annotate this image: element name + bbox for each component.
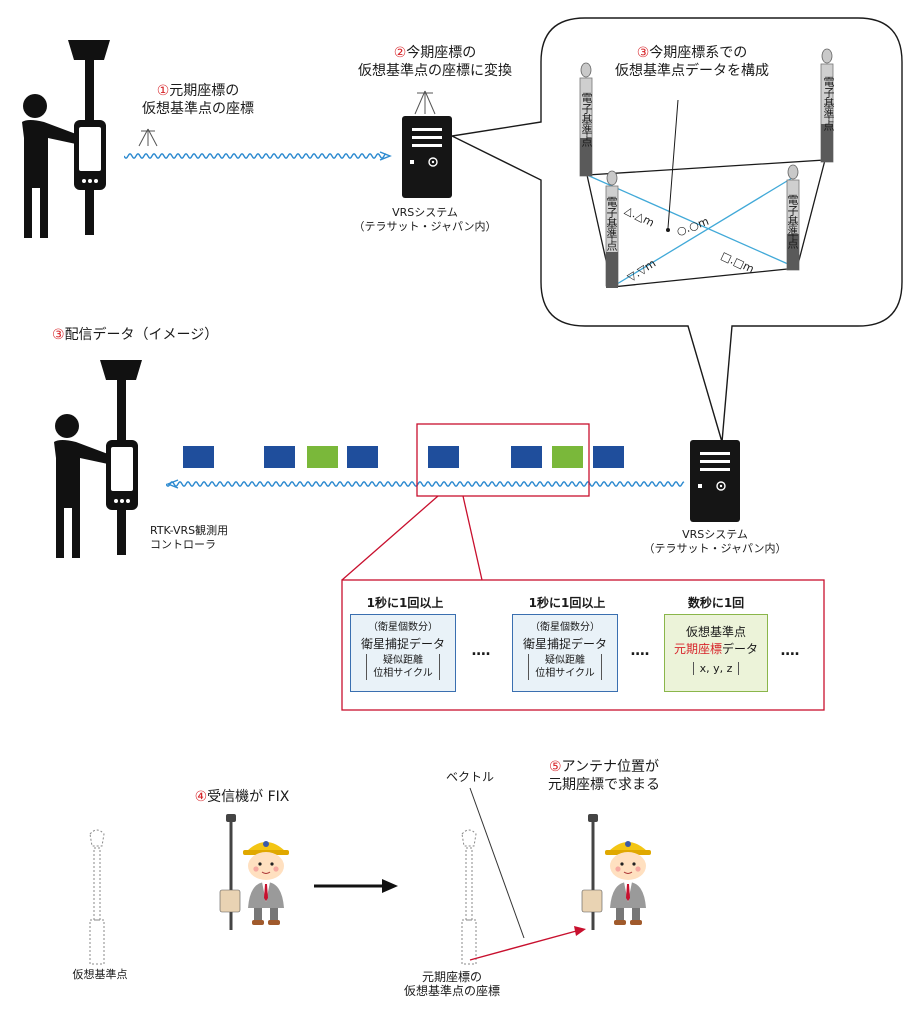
data-packet-blue [183, 446, 214, 468]
dots-2: ‥‥ [630, 643, 650, 659]
data-packet-blue [347, 446, 378, 468]
step5-number: ⑤ [548, 759, 562, 775]
surveyor-pictogram-top [22, 40, 110, 238]
pseudo-range-bracket: 疑似距離位相サイクル [366, 654, 440, 680]
station-network-diagram [579, 48, 834, 288]
gnss-station-icon [820, 48, 834, 163]
sat-data-box-1: （衛星個数分） 衛星捕捉データ 疑似距離位相サイクル [350, 614, 456, 692]
controller-label: RTK-VRS観測用コントローラ [150, 524, 229, 551]
xyz-bracket: x, y, z [692, 662, 740, 675]
step2-number: ② [393, 45, 407, 61]
virtual-point-label: 仮想基準点 [72, 968, 128, 981]
step3-mid-number: ③ [52, 327, 65, 343]
station-label-text: 電子基準点 [822, 76, 835, 131]
step5-label: ⑤アンテナ位置が 元期座標で求まる [548, 759, 660, 793]
sat-data-box-2: （衛星個数分） 衛星捕捉データ 疑似距離位相サイクル [512, 614, 618, 692]
step4-label: ④受信機が FIX [194, 789, 290, 805]
step2-label: ②今期座標の 仮想基準点の座標に変換 [358, 45, 512, 79]
surveyor-worker-icon [581, 814, 651, 930]
signal-wave-top [124, 151, 392, 161]
virtual-ref-data-box: 仮想基準点 元期座標データ x, y, z [664, 614, 768, 692]
step4-number: ④ [194, 789, 208, 805]
vrs-server-mid-icon [690, 440, 740, 522]
antenna-tripod-icon [414, 90, 436, 115]
station-label-text: 電子基準点 [786, 194, 799, 249]
station-label: 電子基準点 [822, 76, 835, 131]
baseline-line [586, 174, 798, 269]
station-label: 電子基準点 [605, 196, 618, 251]
station-label-text: 電子基準点 [580, 92, 593, 147]
step1-label: ①元期座標の 仮想基準点の座標 [142, 83, 254, 117]
col1-heading: 1秒に1回以上 [366, 596, 444, 610]
vrs-system-top-label: VRSシステム（テラサット・ジャパン内） [353, 206, 497, 233]
col2-heading: 1秒に1回以上 [528, 596, 606, 610]
dots-3: ‥‥ [780, 643, 800, 659]
station-label: 電子基準点 [580, 92, 593, 147]
data-packet-green [307, 446, 338, 468]
data-packet-blue [264, 446, 295, 468]
surveyor-pictogram-mid [54, 360, 142, 558]
transition-arrow [314, 879, 398, 893]
data-packet-blue [511, 446, 542, 468]
virtual-point-pole-icon [89, 829, 105, 965]
surveyor-worker-icon [219, 814, 289, 930]
antenna-tripod-icon [138, 128, 158, 147]
step3-top-label: ③今期座標系での 仮想基準点データを構成 [615, 45, 769, 79]
dots-1: ‥‥ [471, 643, 491, 659]
gnss-station-icon [579, 62, 593, 177]
vector-label: ベクトル [445, 770, 494, 784]
gnss-station-icon [786, 164, 800, 271]
step1-number: ① [156, 83, 170, 99]
baseline-line [611, 177, 793, 288]
col3-heading: 数秒に1回 [687, 596, 745, 610]
data-packet-blue [428, 446, 459, 468]
vrs-system-mid-label: VRSシステム（テラサット・ジャパン内） [643, 528, 787, 555]
station-label-text: 電子基準点 [605, 196, 618, 251]
data-packet-green [552, 446, 583, 468]
station-label: 電子基準点 [786, 194, 799, 249]
pseudo-range-bracket: 疑似距離位相サイクル [528, 654, 602, 680]
signal-wave-mid [166, 479, 685, 489]
data-packet-blue [593, 446, 624, 468]
highlight-connector [341, 423, 825, 711]
vector-diagram [461, 787, 586, 965]
speech-bubble [449, 17, 903, 443]
gnss-station-icon [605, 170, 619, 288]
step3-top-number: ③ [636, 45, 650, 61]
step3-mid-label: ③配信データ（イメージ） [52, 327, 219, 343]
vrs-server-top-icon [402, 116, 452, 198]
bottom-coord-label: 元期座標の仮想基準点の座標 [403, 970, 500, 998]
